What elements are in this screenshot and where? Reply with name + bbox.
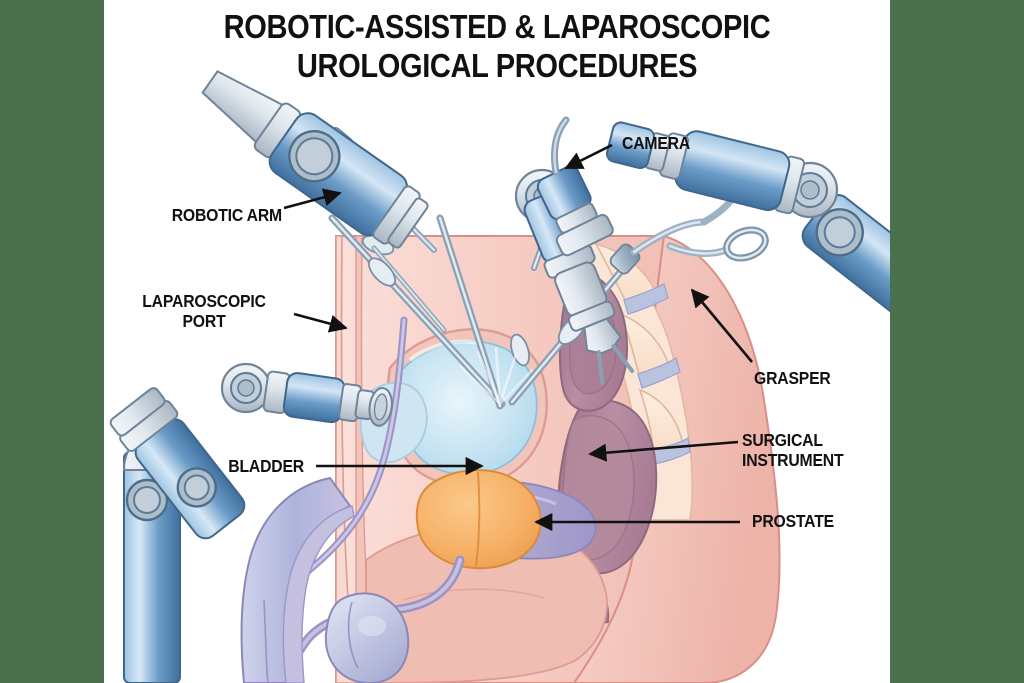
camera-head bbox=[536, 116, 614, 257]
illustration-canvas: ROBOTIC-ASSISTED & LAPAROSCOPIC UROLOGIC… bbox=[104, 0, 890, 683]
label-surgical-instrument: SURGICAL INSTRUMENT bbox=[742, 430, 844, 471]
leader-surgical-instrument bbox=[588, 440, 739, 462]
label-bladder: BLADDER bbox=[228, 456, 304, 476]
leader-camera bbox=[564, 143, 613, 170]
label-grasper: GRASPER bbox=[754, 368, 831, 388]
leader-robotic-arm bbox=[283, 188, 342, 210]
robotic-arm-lower-left[interactable] bbox=[107, 362, 395, 683]
instrument-shaft-left bbox=[328, 214, 506, 408]
label-prostate: PROSTATE bbox=[752, 511, 834, 531]
robotic-arms-layer bbox=[107, 55, 890, 683]
page-title: ROBOTIC-ASSISTED & LAPAROSCOPIC UROLOGIC… bbox=[223, 8, 771, 84]
prostate bbox=[415, 469, 542, 570]
penis bbox=[240, 476, 355, 683]
robotic-arm-upper-left[interactable] bbox=[189, 55, 640, 387]
frame-band-right bbox=[890, 0, 1024, 683]
robotic-arm-upper-right[interactable] bbox=[529, 111, 890, 331]
annotation-leaders bbox=[283, 143, 753, 532]
label-camera: CAMERA bbox=[622, 133, 691, 153]
illumination-rays bbox=[459, 346, 533, 406]
frame-band-left bbox=[0, 0, 104, 683]
leader-grasper bbox=[690, 288, 753, 363]
label-robotic-arm: ROBOTIC ARM bbox=[171, 205, 282, 225]
leader-laparoscopic-port bbox=[293, 312, 348, 333]
label-laparoscopic-port: LAPAROSCOPIC PORT bbox=[142, 291, 266, 332]
testicle bbox=[324, 592, 410, 683]
anatomy-illustration bbox=[240, 234, 781, 683]
